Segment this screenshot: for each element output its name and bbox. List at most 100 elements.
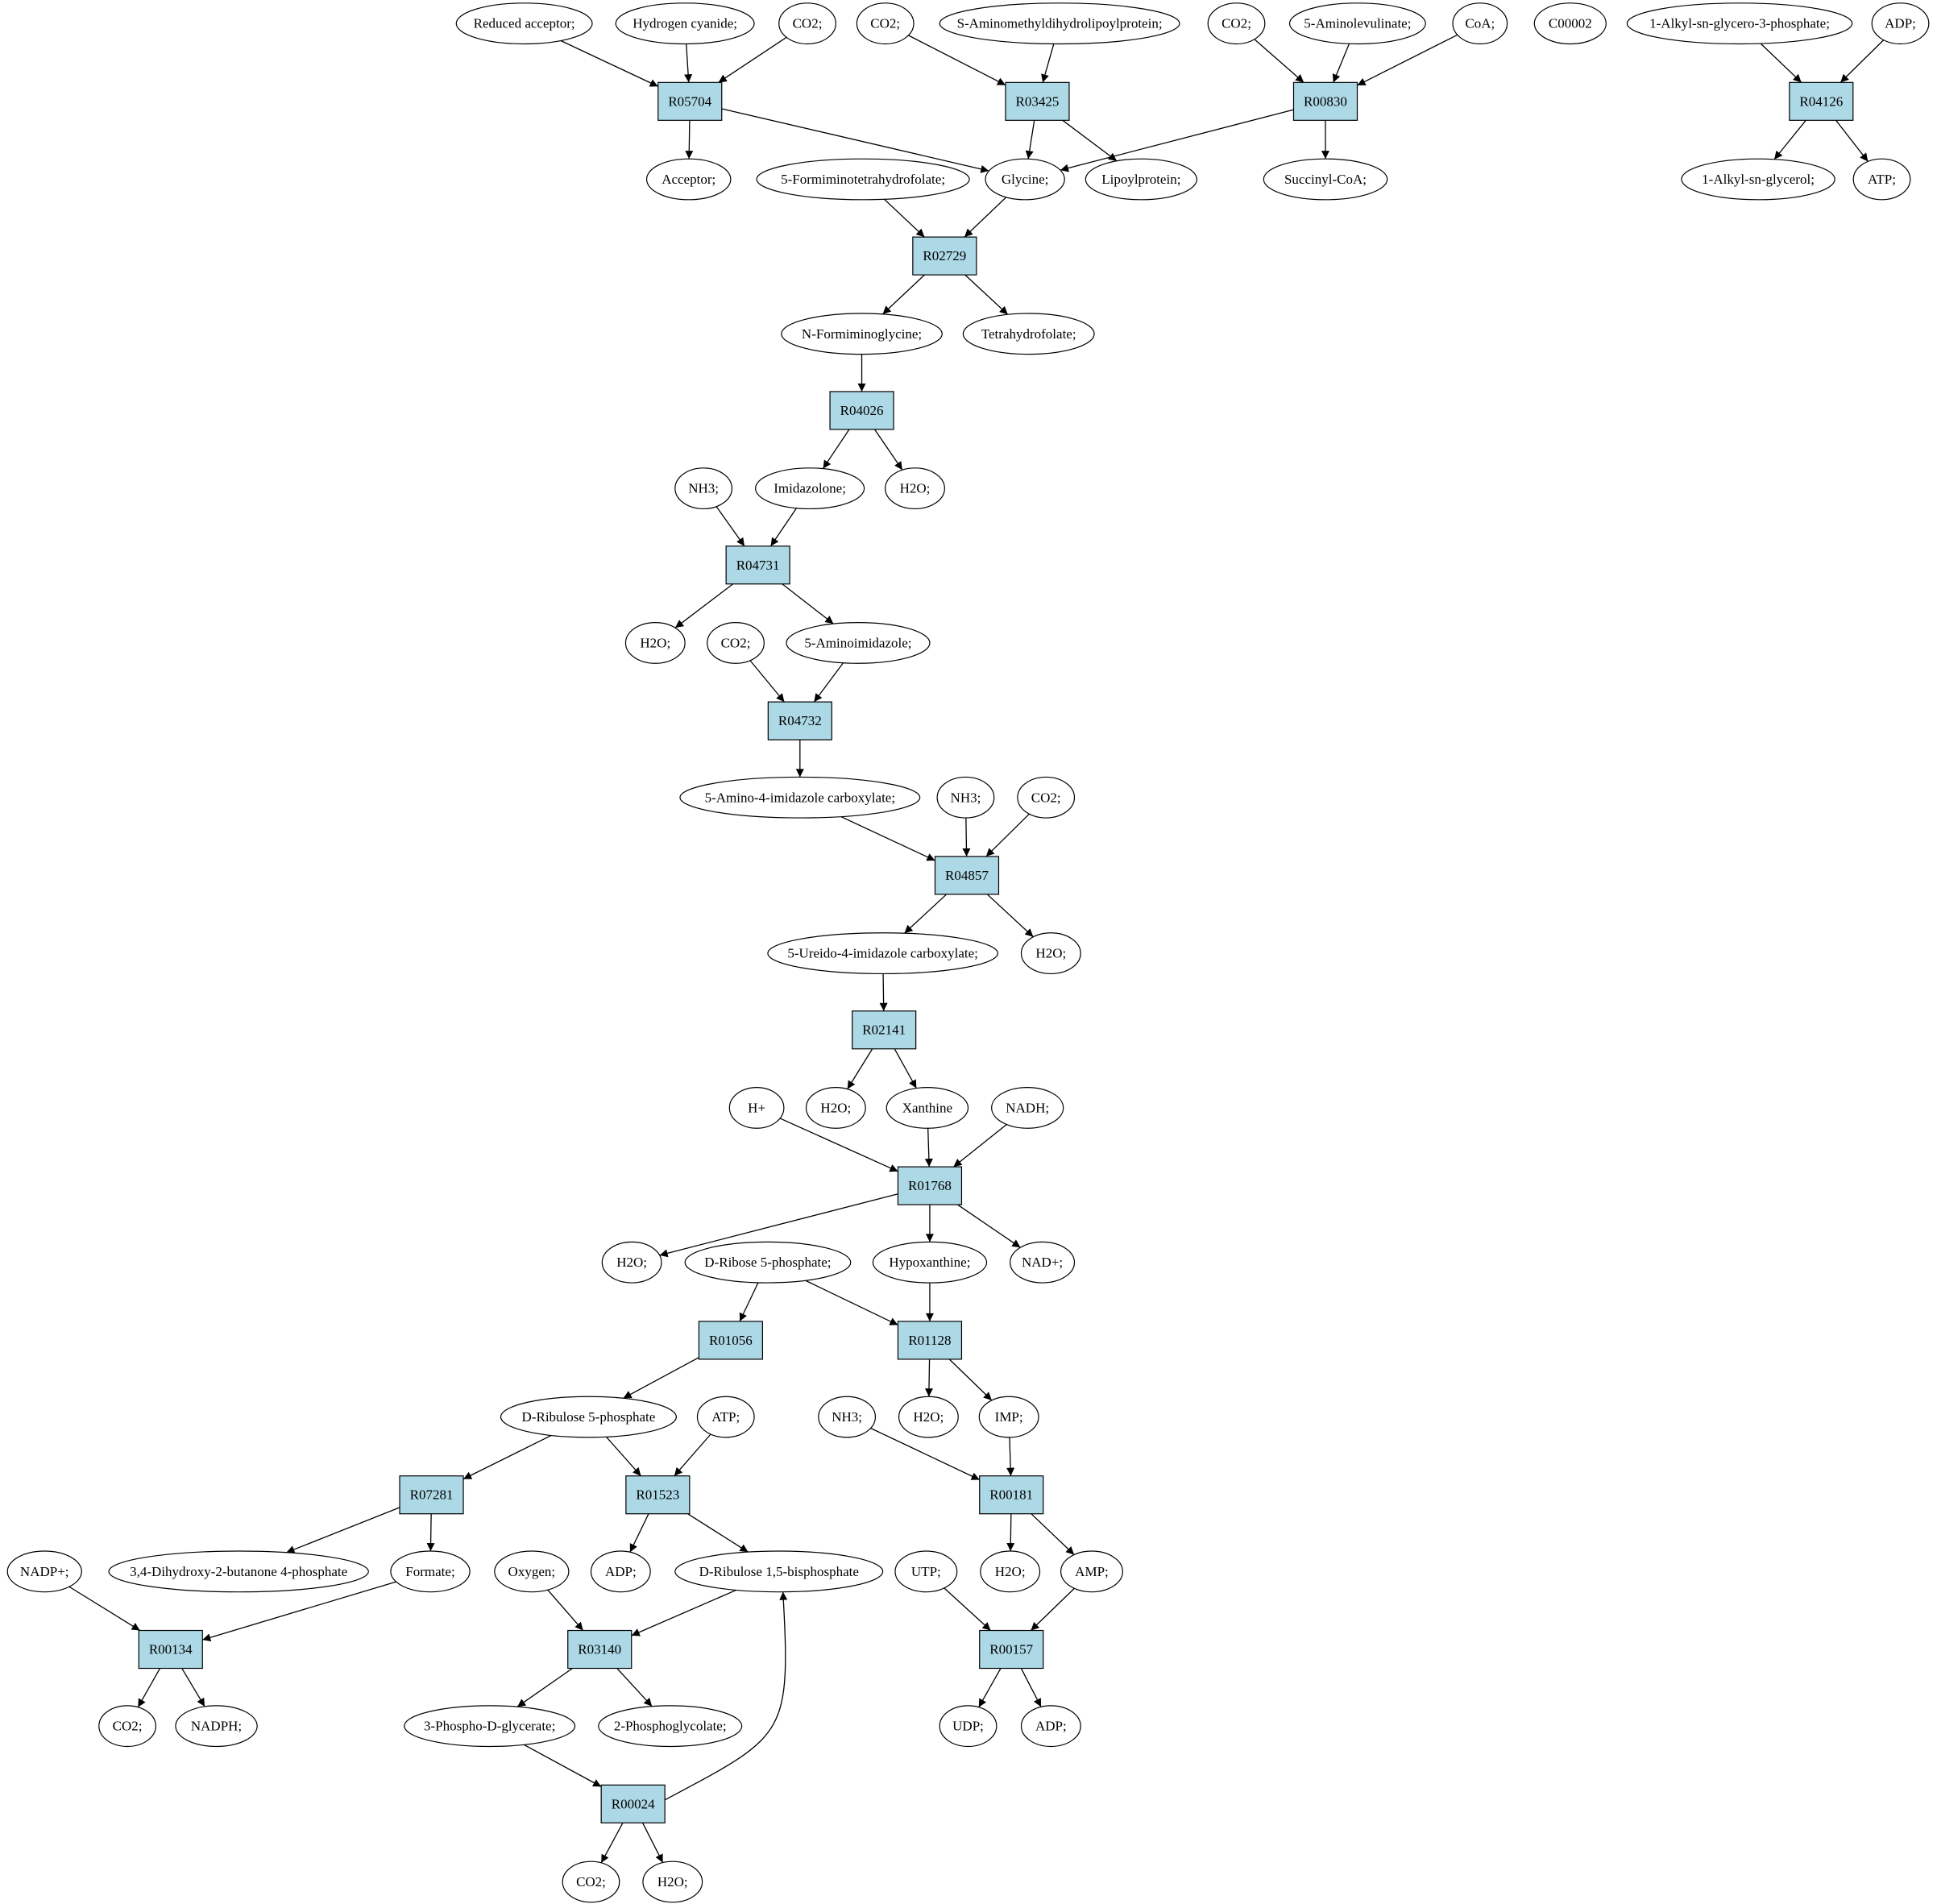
edge-R00024-to-c61 xyxy=(642,1823,664,1863)
node-shape xyxy=(1010,1241,1076,1284)
node-shape xyxy=(778,2,836,45)
node-label: Oxygen; xyxy=(508,1564,556,1579)
node-shape xyxy=(934,856,1000,895)
node-shape xyxy=(1292,81,1358,121)
edge-c11-to-R04126 xyxy=(1840,39,1885,83)
compound-node-adp: ADP; xyxy=(1020,1705,1081,1748)
edge-c1-to-R05704 xyxy=(560,39,659,87)
edge-c13-to-R02729 xyxy=(884,198,925,238)
compound-node-1-alkyl-sn-glycero-3-phosphate: 1-Alkyl-sn-glycero-3-phosphate; xyxy=(1626,2,1853,45)
edge-R01056-to-c40 xyxy=(623,1357,699,1399)
edge-c29-to-R04857 xyxy=(985,813,1030,857)
node-label: S-Aminomethyldihydrolipoylprotein; xyxy=(957,16,1163,31)
reaction-node-r04731: R04731 xyxy=(725,545,790,585)
edge-R05704-to-c12 xyxy=(685,120,694,160)
node-label: H2O; xyxy=(820,1100,851,1115)
edge-R04126-to-c17 xyxy=(1773,119,1806,160)
node-label: Glycine; xyxy=(1002,172,1049,187)
edge-c44-to-R00181 xyxy=(1006,1437,1015,1476)
node-shape xyxy=(767,932,998,975)
node-shape xyxy=(897,1321,963,1360)
edges-layer xyxy=(68,34,1885,1864)
edge-R04731-to-c24 xyxy=(674,583,734,628)
node-label: CoA; xyxy=(1465,16,1495,31)
node-label: H2O; xyxy=(914,1409,944,1425)
edge-c48-to-R03140 xyxy=(547,1589,584,1631)
edge-R05704-to-c14 xyxy=(721,108,989,173)
edge-R00024-to-c60 xyxy=(600,1823,624,1864)
compound-node-nh3: NH3; xyxy=(818,1396,877,1438)
node-label: R01523 xyxy=(636,1487,679,1503)
compound-node-2-phosphoglycolate: 2-Phosphoglycolate; xyxy=(598,1705,743,1748)
node-shape xyxy=(674,467,733,510)
node-label: Hydrogen cyanide; xyxy=(633,16,737,31)
node-shape xyxy=(1789,81,1854,121)
edge-c30-to-R02141 xyxy=(879,973,888,1011)
compound-node-hydrogen-cyanide: Hydrogen cyanide; xyxy=(615,2,755,45)
compound-node-tetrahydrofolate: Tetrahydrofolate; xyxy=(962,313,1095,355)
node-label: H2O; xyxy=(657,1874,688,1889)
compound-node-utp: UTP; xyxy=(894,1550,958,1593)
node-shape xyxy=(991,1086,1064,1129)
compound-node-oxygen: Oxygen; xyxy=(494,1550,570,1593)
edge-R00181-to-c52 xyxy=(1006,1513,1015,1552)
node-label: R00181 xyxy=(989,1487,1033,1503)
node-shape xyxy=(979,1475,1044,1515)
node-shape xyxy=(728,1086,785,1129)
node-label: H2O; xyxy=(995,1564,1026,1579)
node-label: Hypoxanthine; xyxy=(889,1255,970,1270)
node-label: H2O; xyxy=(616,1255,647,1270)
edge-R02141-to-c33 xyxy=(847,1048,873,1089)
node-shape xyxy=(562,1860,620,1903)
node-label: Reduced acceptor; xyxy=(474,16,575,31)
node-label: D-Ribose 5-phosphate; xyxy=(704,1255,831,1270)
node-label: NAD+; xyxy=(1022,1255,1063,1270)
edge-R04126-to-c18 xyxy=(1835,119,1869,162)
node-shape xyxy=(805,1086,866,1129)
compound-node-glycine: Glycine; xyxy=(985,158,1065,201)
compound-node-co2: CO2; xyxy=(856,2,915,45)
edge-R03140-to-c57 xyxy=(616,1668,653,1707)
node-label: R01128 xyxy=(908,1333,951,1348)
compound-node-xanthine: Xanthine xyxy=(886,1086,969,1129)
edge-R01128-to-c43 xyxy=(924,1359,933,1397)
edge-R04026-to-c22 xyxy=(822,429,850,469)
node-shape xyxy=(886,1086,969,1129)
edge-R04857-to-c30 xyxy=(904,894,948,934)
compound-node-h2o: H2O; xyxy=(624,622,686,664)
edge-R00830-to-c14 xyxy=(1060,109,1294,172)
compound-node-co2: CO2; xyxy=(562,1860,620,1903)
edge-R00024-to-c50 xyxy=(664,1591,788,1801)
compound-node-5-ureido-4-imidazole-carboxylate: 5-Ureido-4-imidazole carboxylate; xyxy=(767,932,998,975)
reaction-node-r01128: R01128 xyxy=(897,1321,963,1360)
node-shape xyxy=(1452,2,1508,45)
node-shape xyxy=(939,1705,998,1748)
edge-R04731-to-c26 xyxy=(782,583,834,624)
node-label: CO2; xyxy=(1222,16,1251,31)
node-shape xyxy=(615,2,755,45)
node-shape xyxy=(939,2,1180,45)
node-label: R00134 xyxy=(149,1642,193,1657)
node-shape xyxy=(985,158,1065,201)
node-label: CO2; xyxy=(1031,790,1061,805)
node-shape xyxy=(894,1550,958,1593)
node-label: C00002 xyxy=(1549,16,1592,31)
node-shape xyxy=(898,1396,959,1438)
edge-c53-to-R00157 xyxy=(1031,1587,1075,1631)
compound-node-formate: Formate; xyxy=(390,1550,471,1593)
edge-c26-to-R04732 xyxy=(813,662,844,703)
node-shape xyxy=(624,622,686,664)
reaction-node-r00157: R00157 xyxy=(979,1629,1044,1670)
node-shape xyxy=(598,1705,743,1748)
node-label: R00830 xyxy=(1304,93,1347,109)
compound-node-d-ribulose-1-5-bisphosphate: D-Ribulose 1,5-bisphosphate xyxy=(674,1550,884,1593)
compound-node-h2o: H2O; xyxy=(601,1241,662,1284)
reaction-node-r03140: R03140 xyxy=(567,1629,633,1670)
node-label: N-Formiminoglycine; xyxy=(802,326,922,342)
edge-R01523-to-c50 xyxy=(687,1513,749,1553)
node-shape xyxy=(885,467,945,510)
node-shape xyxy=(767,701,832,740)
compound-node-c00002: C00002 xyxy=(1533,2,1607,45)
node-shape xyxy=(1852,158,1911,201)
compound-node-adp: ADP; xyxy=(590,1550,651,1593)
